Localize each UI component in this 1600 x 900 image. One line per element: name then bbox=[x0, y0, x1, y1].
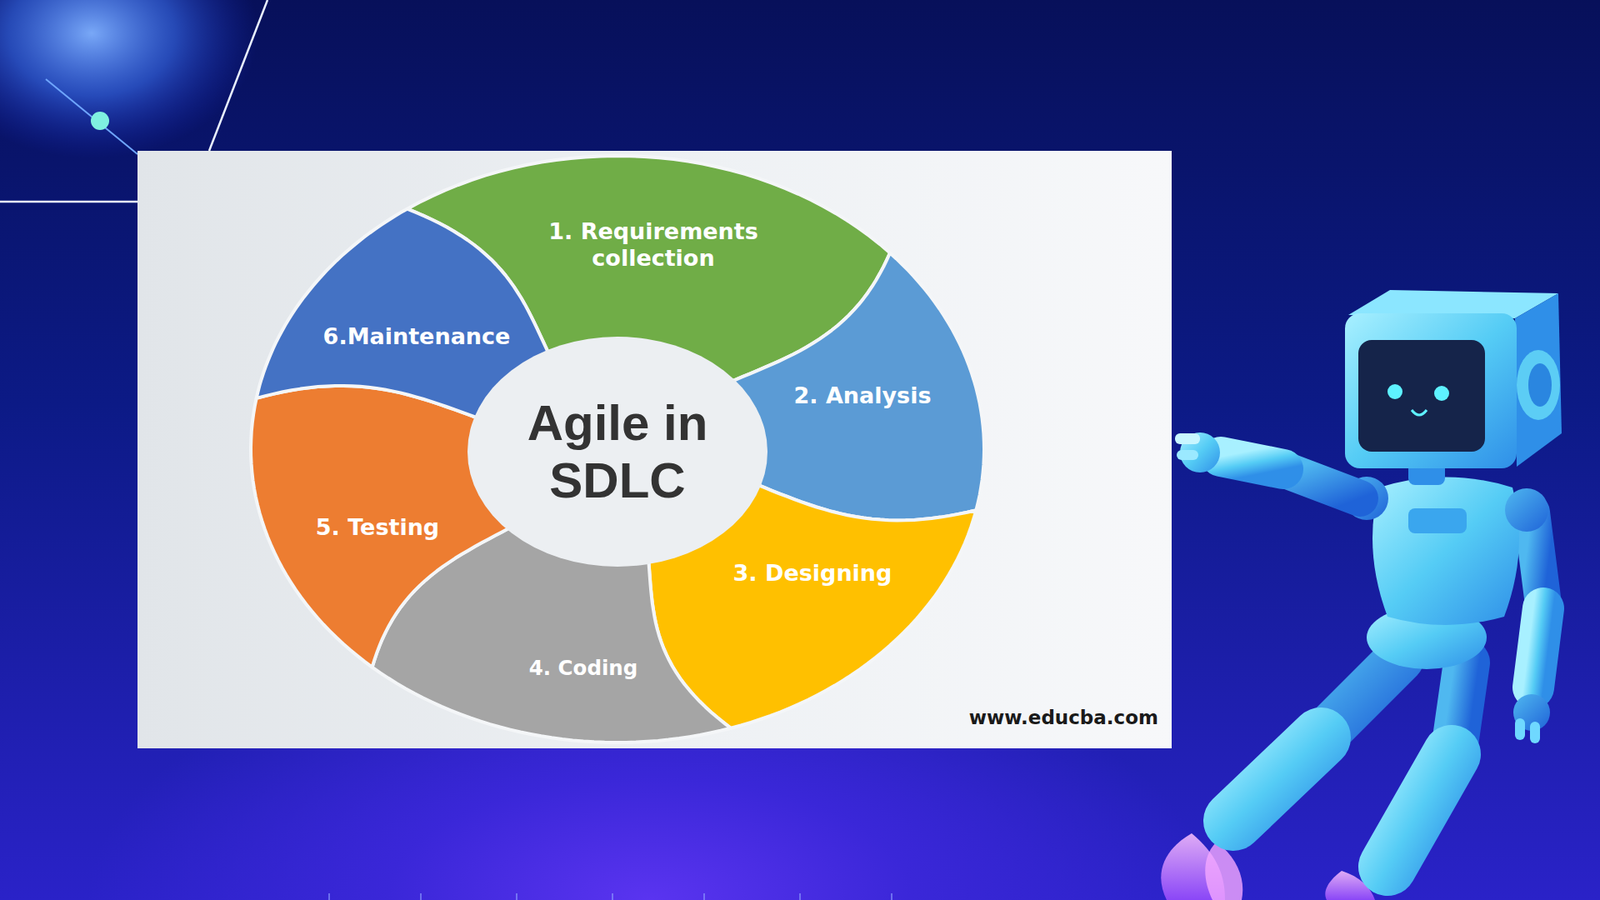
phase-label: 2. Analysis bbox=[762, 382, 963, 410]
robot-flames bbox=[1160, 833, 1375, 900]
phase-label: 4. Coding bbox=[491, 655, 675, 680]
node-shape bbox=[465, 335, 770, 569]
corner-glow bbox=[0, 0, 259, 159]
center-title: Agile in SDLC bbox=[505, 394, 730, 510]
robot-torso-part bbox=[1408, 508, 1467, 534]
robot-right-arm bbox=[1531, 512, 1544, 688]
robot-legs bbox=[1233, 658, 1467, 867]
robot-left-hand-part bbox=[1175, 433, 1200, 445]
robot-head-part bbox=[1411, 410, 1427, 415]
decor-lines-part bbox=[209, 0, 268, 151]
robot-left-hand bbox=[1175, 432, 1220, 473]
robot-torso-part bbox=[1372, 477, 1520, 626]
bottom-ticks-part bbox=[799, 893, 801, 900]
robot-right-hand-part bbox=[1515, 718, 1525, 740]
bottom-ticks-part bbox=[515, 893, 518, 900]
bottom-ticks-part bbox=[703, 893, 705, 900]
center-circle: Agile in SDLC bbox=[465, 335, 770, 569]
robot-left-arm bbox=[1220, 456, 1360, 499]
phase-label: 3. Designing bbox=[712, 560, 913, 587]
phase-label: 6.Maintenance bbox=[295, 323, 538, 350]
bottom-ticks bbox=[329, 893, 892, 900]
robot-head bbox=[1345, 290, 1562, 469]
robot-head-part bbox=[1358, 340, 1485, 452]
watermark-box: www.educba.com bbox=[969, 706, 1159, 729]
center-ellipse bbox=[467, 336, 768, 567]
robot-head-part bbox=[1516, 350, 1560, 420]
robot-head-part bbox=[1387, 384, 1403, 400]
corner-glow-part bbox=[0, 0, 259, 159]
robot-legs-part bbox=[1387, 754, 1452, 867]
phase-label: 1. Requirements collection bbox=[528, 218, 779, 273]
robot-left-hand-part bbox=[1176, 450, 1199, 460]
robot-right-arm-part bbox=[1533, 608, 1544, 688]
robot-head-part bbox=[1515, 293, 1562, 467]
robot-left-arm-part bbox=[1220, 456, 1284, 470]
decor-lines-part bbox=[0, 200, 138, 204]
phase-label: 5. Testing bbox=[285, 514, 470, 541]
decor-dot bbox=[90, 111, 110, 130]
robot-head-part bbox=[1434, 385, 1450, 401]
robot-head-part bbox=[1528, 363, 1552, 407]
robot-right-hand-part bbox=[1530, 721, 1540, 744]
bottom-ticks-part bbox=[420, 893, 422, 900]
watermark: www.educba.com bbox=[969, 706, 1159, 729]
bottom-ticks-part bbox=[611, 893, 614, 900]
robot-head-part bbox=[1345, 313, 1517, 469]
robot-right-hand bbox=[1513, 694, 1550, 744]
bottom-ticks-part bbox=[890, 893, 893, 900]
decor-lines-part bbox=[45, 79, 138, 155]
decor-dot-part bbox=[90, 111, 110, 130]
robot-legs-part bbox=[1233, 737, 1321, 821]
robot-torso-part bbox=[1505, 488, 1549, 532]
bottom-ticks-part bbox=[328, 893, 330, 900]
